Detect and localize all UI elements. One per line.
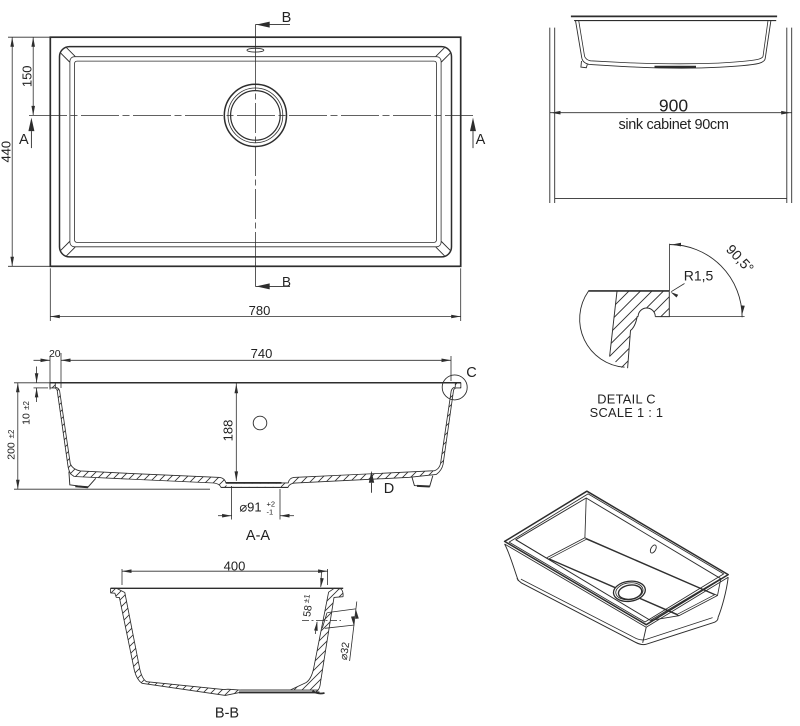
svg-text:900: 900	[659, 96, 688, 116]
svg-text:±2: ±2	[7, 429, 16, 438]
svg-text:⌀91: ⌀91	[239, 500, 261, 515]
svg-text:SCALE 1 : 1: SCALE 1 : 1	[590, 405, 664, 420]
svg-text:400: 400	[224, 558, 246, 573]
svg-text:200: 200	[6, 442, 18, 460]
svg-text:740: 740	[251, 346, 273, 361]
svg-text:DETAIL C: DETAIL C	[597, 392, 656, 407]
svg-text:10: 10	[21, 413, 33, 425]
svg-text:B-B: B-B	[215, 706, 239, 722]
svg-text:20: 20	[49, 348, 61, 360]
svg-text:440: 440	[0, 141, 14, 163]
svg-text:B: B	[282, 274, 291, 289]
svg-text:D: D	[384, 481, 394, 497]
svg-text:A-A: A-A	[246, 528, 271, 544]
svg-text:150: 150	[19, 65, 34, 87]
svg-text:±2: ±2	[22, 401, 31, 410]
svg-text:B: B	[282, 10, 292, 26]
svg-text:780: 780	[249, 303, 271, 318]
svg-text:C: C	[466, 365, 476, 381]
svg-text:⌀32: ⌀32	[338, 641, 352, 661]
svg-text:188: 188	[221, 420, 236, 442]
svg-text:-1: -1	[267, 508, 274, 517]
svg-text:R1,5: R1,5	[684, 268, 714, 284]
svg-text:A: A	[19, 132, 29, 148]
svg-text:±1: ±1	[302, 593, 312, 604]
svg-text:A: A	[476, 132, 486, 148]
svg-text:58: 58	[301, 604, 315, 617]
svg-text:sink cabinet 90cm: sink cabinet 90cm	[618, 117, 728, 133]
svg-text:+2: +2	[267, 500, 276, 509]
